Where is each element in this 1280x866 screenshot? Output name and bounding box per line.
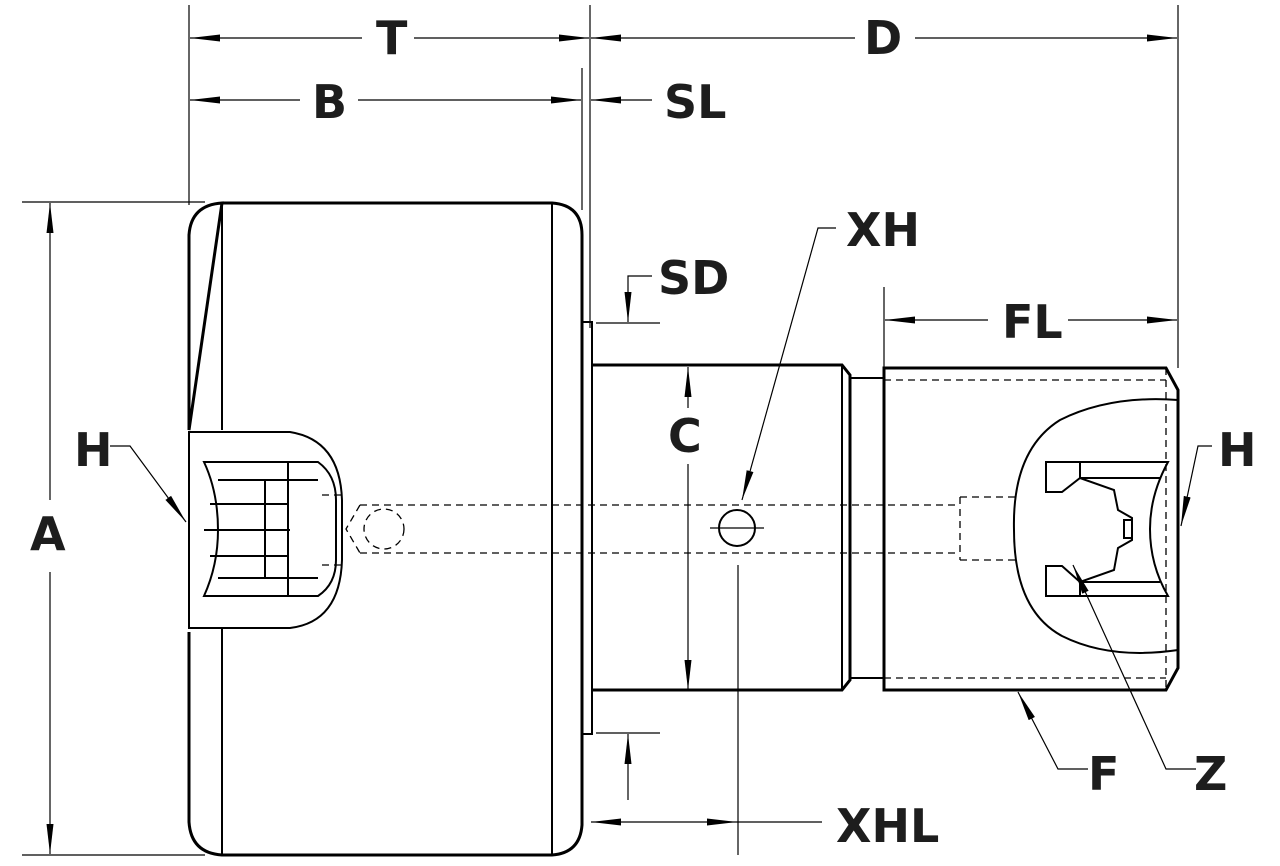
label-FL: FL xyxy=(1002,295,1063,349)
outer-ring xyxy=(187,201,584,857)
extension-lines xyxy=(22,5,1179,856)
stud-body xyxy=(581,321,1180,735)
label-XHL: XHL xyxy=(836,799,939,853)
lube-passage xyxy=(345,496,1020,561)
right-hex-section xyxy=(1012,398,1179,654)
label-XH: XH xyxy=(846,203,920,257)
label-SL: SL xyxy=(664,75,726,129)
label-F: F xyxy=(1088,747,1119,801)
label-C: C xyxy=(668,409,702,463)
cross-hole xyxy=(710,509,764,547)
label-B: B xyxy=(312,75,347,129)
label-H-right: H xyxy=(1218,423,1257,477)
label-D: D xyxy=(864,11,902,65)
label-Z: Z xyxy=(1194,747,1227,801)
label-A: A xyxy=(30,507,66,561)
dimension-labels: T D B SL XH SD FL H H C A F Z XHL xyxy=(30,11,1257,853)
label-H-left: H xyxy=(74,423,113,477)
left-hex-section xyxy=(188,431,343,629)
label-T: T xyxy=(376,11,408,65)
leader-lines xyxy=(110,227,1212,770)
label-SD: SD xyxy=(658,251,729,305)
dimension-lines xyxy=(46,34,1177,854)
